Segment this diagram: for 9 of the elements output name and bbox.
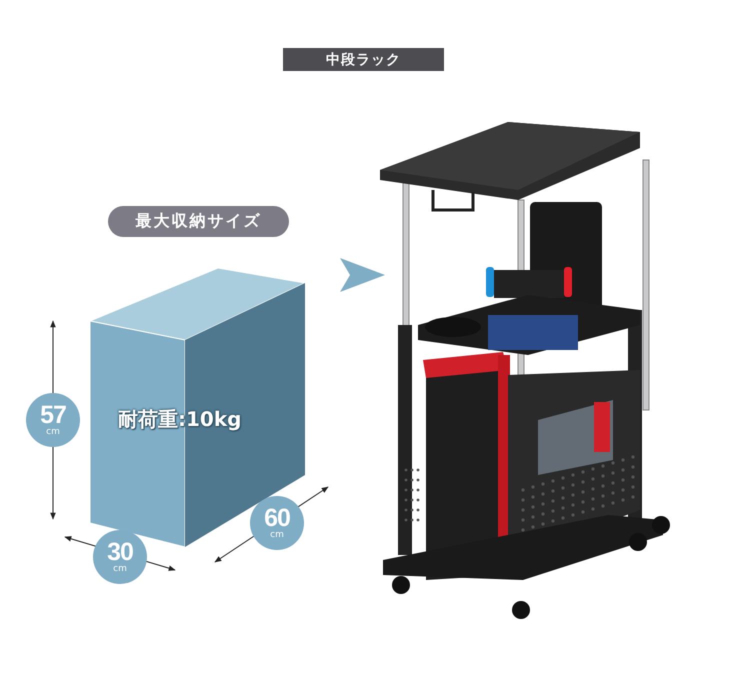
dimension-value: 60 — [264, 506, 290, 531]
dimension-value: 57 — [40, 403, 66, 428]
unit-text: cm — [46, 428, 60, 437]
heading-bar: 中段ラック — [283, 48, 444, 71]
unit-text: cm — [270, 531, 284, 540]
dimension-value: 30 — [107, 540, 133, 565]
label-pill: 最大収納サイズ — [108, 206, 289, 237]
unit-text: cm — [113, 565, 127, 574]
chevron-arrow — [340, 258, 385, 292]
